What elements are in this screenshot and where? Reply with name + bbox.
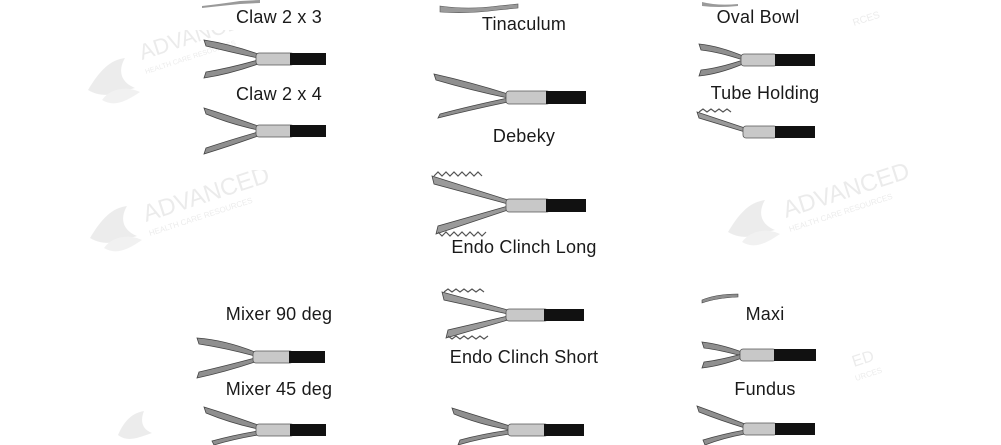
claw-2x3-top-image [202,0,260,8]
label-maxi: Maxi [745,304,785,324]
label-debeky: Debeky [492,126,556,146]
maxi-top-image [701,293,739,304]
center-bottom-tool-image [451,407,584,445]
label-endo-clinch-short: Endo Clinch Short [449,347,599,367]
label-oval-bowl: Oval Bowl [716,7,800,27]
label-endo-clinch-long: Endo Clinch Long [451,237,597,257]
watermark-logo: ED URCES [850,348,883,383]
label-mixer-90: Mixer 90 deg [225,304,333,324]
mixer-90-image [196,337,325,379]
oval-bowl-top-image [702,2,738,7]
endo-clinch-short-image [441,288,584,340]
endo-clinch-long-image [431,171,586,237]
watermark-logo: ADVANCED HEALTH CARE RESOURCES [90,170,273,252]
tube-holding-top-image [698,43,815,77]
label-tinaculum: Tinaculum [481,14,567,34]
label-tube-holding: Tube Holding [710,83,820,103]
label-fundus: Fundus [734,379,796,399]
watermark-logo: ADVANCED HEALTH CARE RESOURCES [88,30,258,104]
svg-text:RCES: RCES [852,10,882,29]
watermark-logo [118,411,152,439]
mixer-45-image [203,406,326,445]
watermark-logo: RCES [852,10,882,29]
label-mixer-45: Mixer 45 deg [225,379,333,399]
label-claw-2x3: Claw 2 x 3 [235,7,323,27]
maxi-image [701,341,816,369]
tinaculum-image [439,3,519,13]
svg-text:ED: ED [850,348,876,371]
claw-2x4-image [203,107,326,155]
debeky-image [433,73,586,119]
claw-2x3-image [203,39,326,79]
tube-holding-image [696,108,815,139]
fundus-image [696,405,815,445]
label-claw-2x4: Claw 2 x 4 [235,84,323,104]
watermark-logo: ADVANCED HEALTH CARE RESOURCES [728,160,913,246]
